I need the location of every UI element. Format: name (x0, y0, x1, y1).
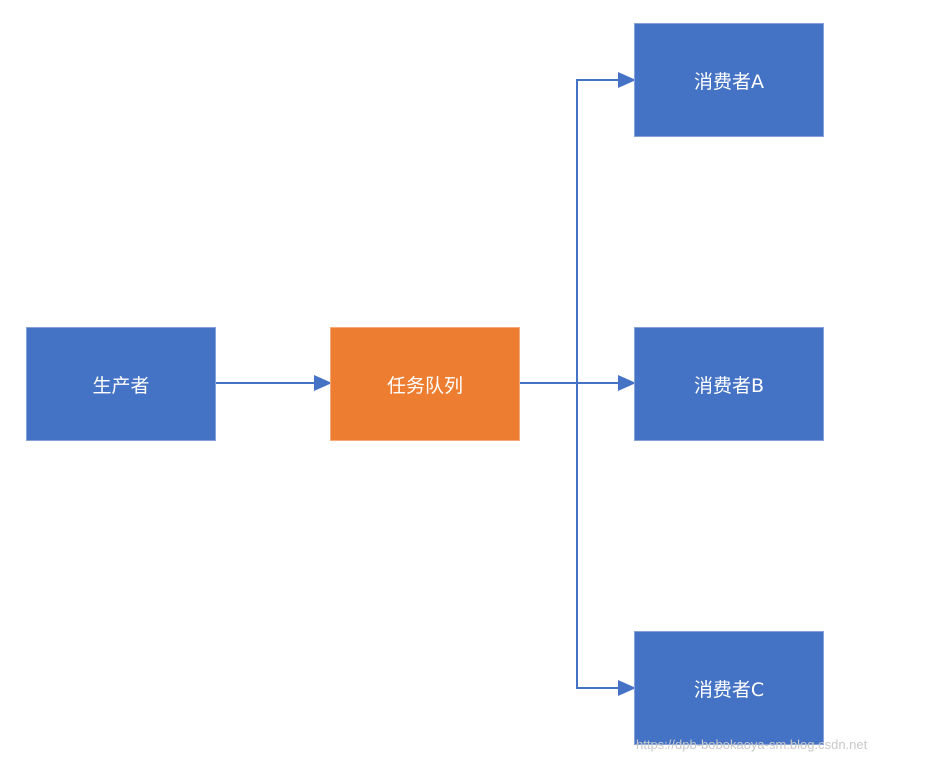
task-queue-label: 任务队列 (386, 374, 463, 397)
consumer-a-node: 消费者A (634, 23, 824, 137)
consumer-c-label: 消费者C (693, 678, 765, 701)
watermark-text: https://dpb-bobokaoya-sm.blog.csdn.net (636, 737, 868, 752)
producer-label: 生产者 (92, 374, 150, 397)
producer-node: 生产者 (26, 327, 216, 441)
consumer-a-label: 消费者A (694, 70, 764, 93)
consumer-b-label: 消费者B (693, 374, 765, 397)
consumer-b-node: 消费者B (634, 327, 824, 441)
consumer-c-node: 消费者C (634, 631, 824, 745)
task-queue-node: 任务队列 (330, 327, 520, 441)
